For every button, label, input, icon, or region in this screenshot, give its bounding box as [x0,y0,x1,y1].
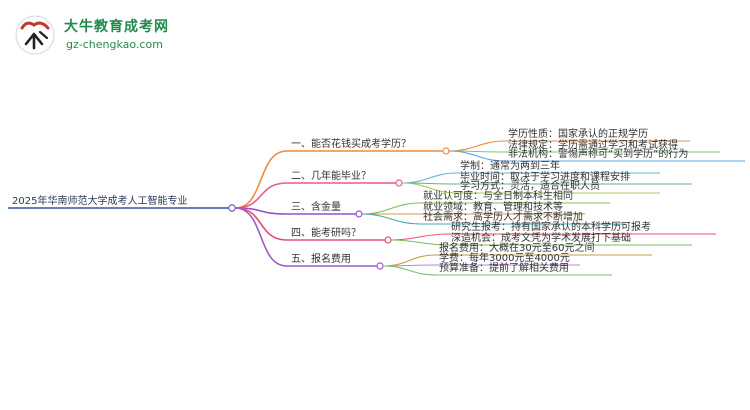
site-name: 大牛教育成考网 [64,19,169,35]
leaf-label-3-1: 就业认可度：与全日制本科生相同 [423,191,573,202]
leaf-connector-4-2 [390,239,449,246]
leaf-connector-2-1 [401,172,458,184]
leaf-label-1-3: 非法机构：警惕声称可“买到学历”的行为 [508,149,689,160]
leaf-label-4-1: 研究生报考：持有国家承认的本科学历可报考 [451,222,651,233]
branch-label-5: 五、报名费用 [291,254,351,265]
root-node-dot [228,204,236,212]
root-topic: 2025年华南师范大学成考人工智能专业 [12,196,188,207]
bull-logo-icon [15,15,55,55]
site-logo[interactable]: 大牛教育成考网 gz-chengkao.com [14,14,214,58]
branch-node-dot-1 [442,147,450,155]
leaf-connector-2-3 [401,182,458,194]
leaf-label-3-3: 社会需求：高学历人才需求不断增加 [423,212,583,223]
leaf-label-5-1: 报名费用：大概在30元至60元之间 [439,243,595,254]
leaf-connector-5-1 [382,254,437,267]
leaf-connector-5-3 [382,265,437,276]
leaf-connector-3-1 [361,202,421,215]
leaf-connector-3-3 [361,213,421,225]
branch-label-1: 一、能否花钱买成考学历？ [291,139,411,150]
leaf-label-4-2: 深造机会：成考文凭为学术发展打下基础 [451,233,631,244]
branch-connector-5 [234,207,288,267]
leaf-label-1-2: 法律规定：学历需通过学习和考试获得 [508,140,678,151]
leaf-label-1-1: 学历性质：国家承认的正规学历 [508,129,648,140]
branch-node-dot-5 [376,262,384,270]
leaf-connector-1-1 [448,140,506,152]
leaf-label-5-2: 学费：每年3000元至4000元 [439,253,570,264]
branch-label-3: 三、含金量 [291,202,341,213]
branch-node-dot-3 [355,210,363,218]
leaf-connector-1-3 [448,150,506,162]
site-url: gz-chengkao.com [66,38,163,51]
leaf-label-2-1: 学制：通常为两到三年 [460,161,560,172]
branch-label-4: 四、能考研吗？ [291,228,361,239]
branch-connector-1 [234,150,288,209]
leaf-label-3-2: 就业领域：教育、管理和技术等 [423,202,563,213]
branch-node-dot-4 [384,236,392,244]
leaf-label-5-3: 预算准备：提前了解相关费用 [439,263,569,274]
leaf-label-2-2: 毕业时间：取决于学习进度和课程安排 [460,172,630,183]
branch-connector-2 [234,182,288,209]
branch-node-dot-2 [395,179,403,187]
leaf-label-2-3: 学习方式：灵活，适合在职人员 [460,181,600,192]
branch-label-2: 二、几年能毕业？ [291,171,371,182]
leaf-connector-4-1 [390,233,449,241]
